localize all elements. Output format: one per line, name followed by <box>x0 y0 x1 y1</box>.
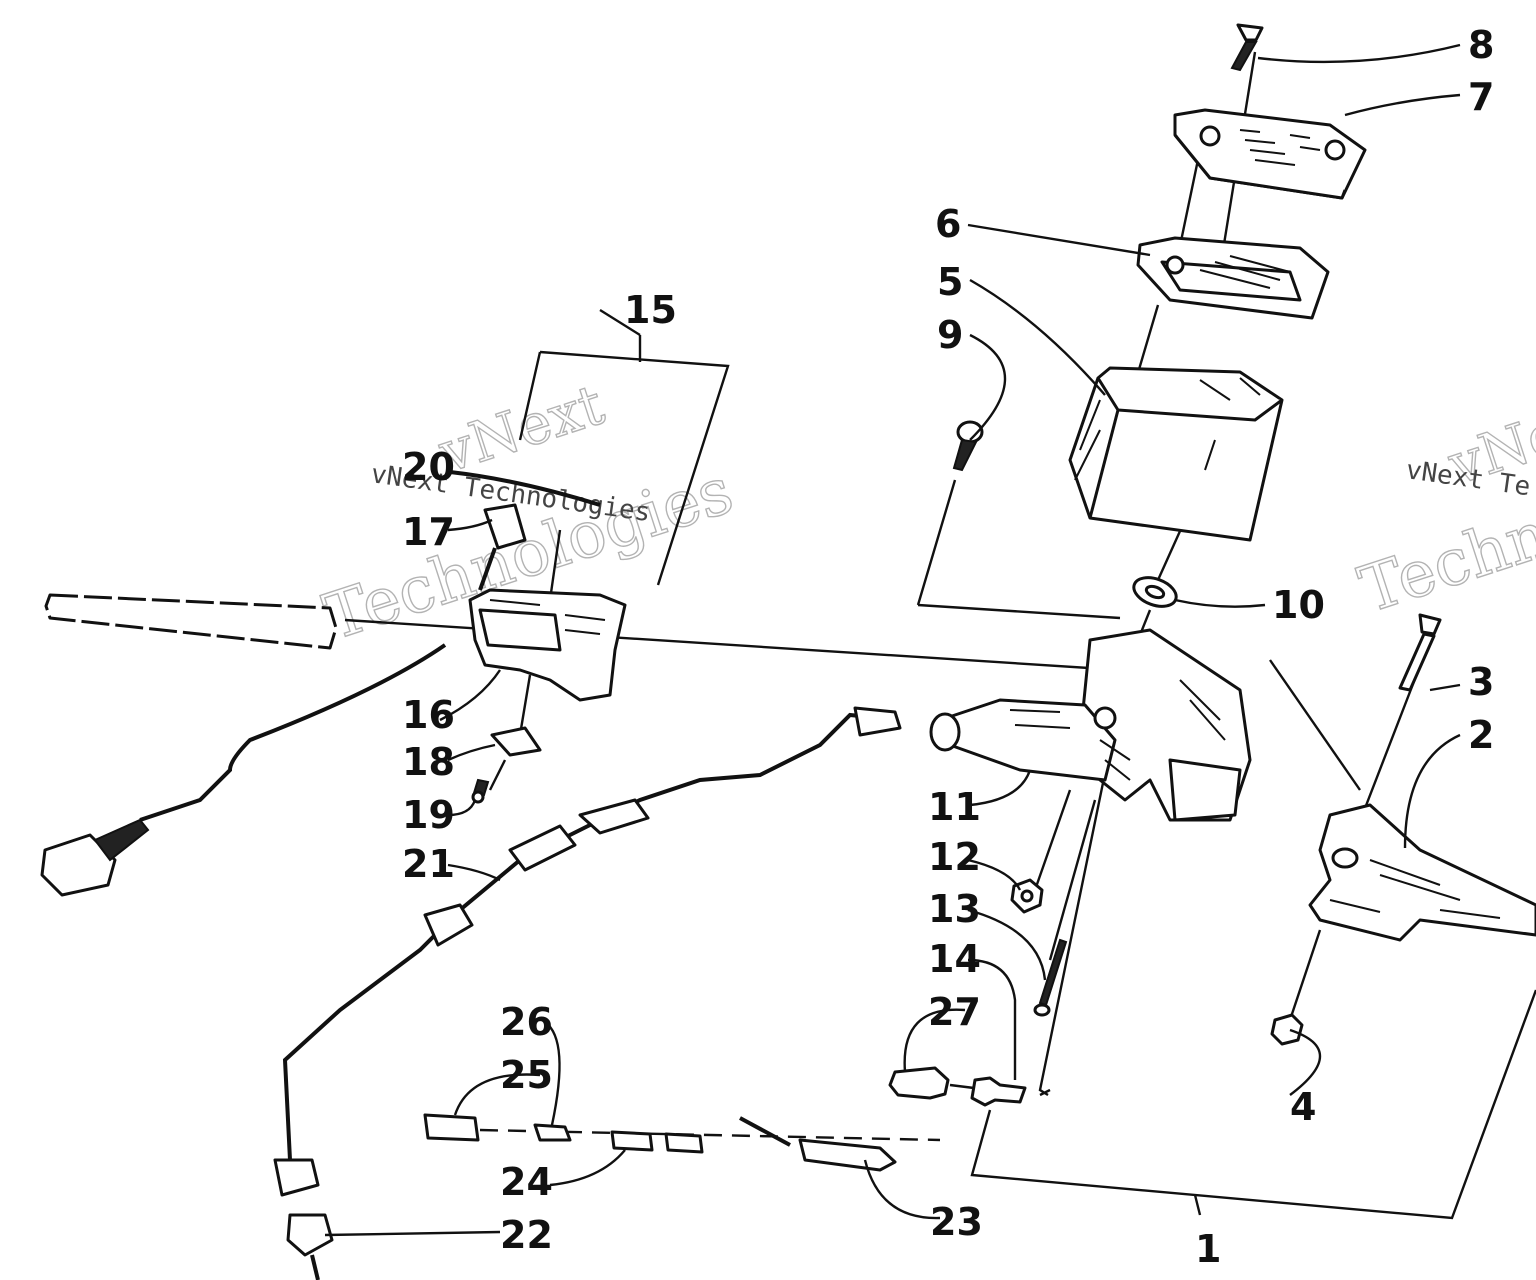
callout-21: 21 <box>402 842 455 886</box>
part-17-switch <box>478 503 527 591</box>
watermark-right: vNe Techno vNext Te <box>1350 400 1536 628</box>
callouts: 1 2 3 4 5 6 7 8 9 10 11 12 13 14 15 16 1… <box>402 23 1494 1271</box>
callout-20: 20 <box>402 445 455 489</box>
callout-8: 8 <box>1468 23 1494 67</box>
callout-25: 25 <box>500 1053 553 1097</box>
part-2-lever <box>1308 803 1536 942</box>
part-6-diaphragm <box>1136 236 1330 320</box>
part-11-master-cylinder <box>929 628 1252 822</box>
watermark-edge-word: Techno <box>1351 486 1536 628</box>
part-22-fitting <box>286 1213 334 1280</box>
leader-lines <box>324 43 1461 1237</box>
part-27-bulb <box>888 1066 950 1100</box>
part-8-screw <box>1230 23 1264 72</box>
callout-14: 14 <box>928 937 981 981</box>
callout-1: 1 <box>1195 1227 1221 1271</box>
callout-16: 16 <box>402 693 455 737</box>
callout-18: 18 <box>402 740 455 784</box>
part-4-nut <box>1270 1013 1304 1046</box>
callout-9: 9 <box>937 313 963 357</box>
callout-24: 24 <box>500 1160 553 1204</box>
callout-19: 19 <box>402 793 455 837</box>
bracket-9-loop <box>916 479 1121 620</box>
part-26-terminal <box>533 1123 572 1142</box>
part-14-switch <box>970 1076 1027 1107</box>
part-20-wire <box>449 470 601 507</box>
callout-2: 2 <box>1468 713 1494 757</box>
callout-26: 26 <box>500 1000 553 1044</box>
part-3-bolt <box>1398 613 1442 692</box>
part-21-brake-cable <box>273 706 902 1197</box>
bracket-15 <box>518 335 730 586</box>
part-13-pin <box>1033 938 1068 1017</box>
part-25-connector <box>423 1113 480 1142</box>
callout-3: 3 <box>1468 660 1494 704</box>
part-9-screw <box>952 420 984 472</box>
callout-12: 12 <box>928 835 981 879</box>
wire-harness <box>40 643 447 897</box>
callout-23: 23 <box>930 1200 983 1244</box>
bracket-1 <box>970 989 1536 1220</box>
part-16-housing <box>468 588 627 702</box>
part-24-sleeves <box>610 1130 704 1154</box>
part-5-reservoir <box>1068 366 1284 542</box>
handlebar-grip <box>44 593 338 650</box>
callout-6: 6 <box>935 202 961 246</box>
part-18-clip <box>490 726 542 757</box>
part-23-plug <box>739 1116 897 1172</box>
callout-13: 13 <box>928 887 981 931</box>
callout-11: 11 <box>928 785 981 829</box>
callout-7: 7 <box>1468 75 1494 119</box>
part-19-screw <box>471 778 490 804</box>
part-10-washer <box>1132 576 1178 608</box>
part-7-cover <box>1173 108 1367 200</box>
callout-27: 27 <box>928 990 981 1034</box>
callout-17: 17 <box>402 510 455 554</box>
callout-5: 5 <box>937 260 963 304</box>
callout-4: 4 <box>1290 1085 1316 1129</box>
callout-15: 15 <box>624 288 677 332</box>
callout-22: 22 <box>500 1213 553 1257</box>
callout-10: 10 <box>1272 583 1325 627</box>
